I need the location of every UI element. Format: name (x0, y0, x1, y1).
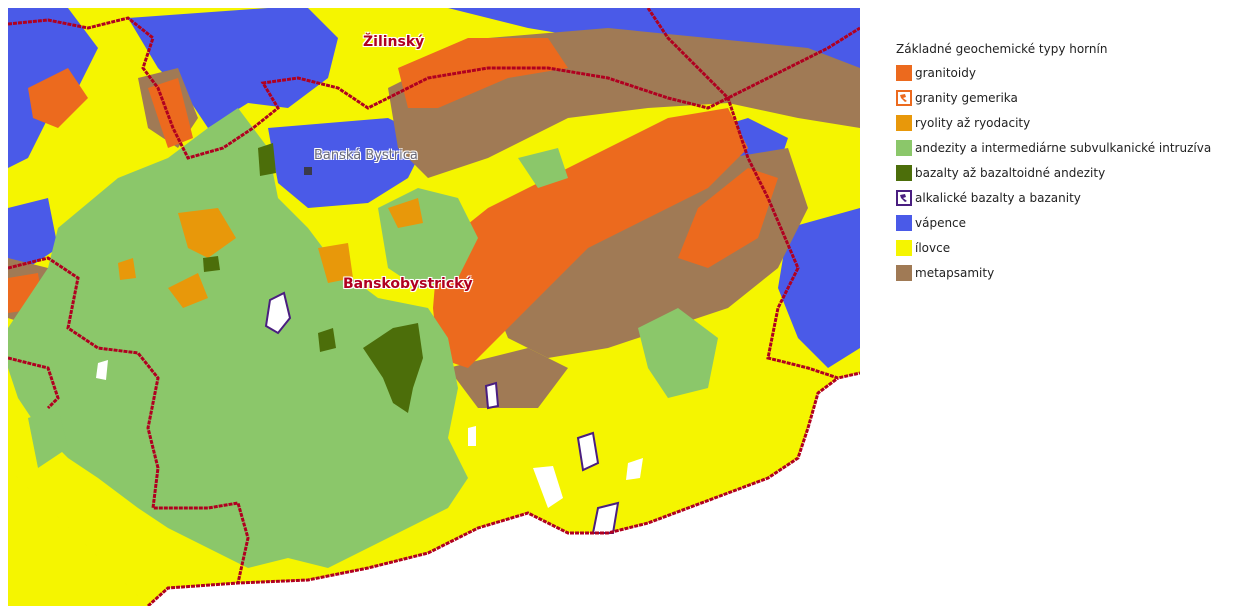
legend-swatch (896, 164, 912, 181)
alkalicke-bazalty-area-7 (468, 426, 476, 446)
ryolity-area-3 (318, 243, 353, 283)
map-legend: Základné geochemické typy hornín granito… (896, 40, 1236, 289)
legend-item: ryolity až ryodacity (896, 114, 1236, 131)
legend-label: granity gemerika (915, 90, 1018, 105)
vapence-area-far-east (778, 208, 860, 368)
city-label-banska-bystrica[interactable]: Banská Bystrica (314, 148, 418, 163)
legend-swatch (896, 114, 912, 131)
legend-swatch (896, 189, 912, 206)
legend-swatch (896, 139, 912, 156)
legend-label: metapsamity (915, 265, 995, 280)
outside-area (148, 373, 860, 606)
granitoidy-area-north (398, 38, 568, 108)
city-marker-banska-bystrica[interactable] (304, 167, 312, 175)
legend-swatch (896, 264, 912, 281)
bazalty-area-small-2 (203, 256, 220, 272)
legend-label: alkalické bazalty a bazanity (915, 190, 1081, 205)
legend-label: granitoidy (915, 65, 976, 80)
legend-swatch (896, 64, 912, 81)
legend-label: bazalty až bazaltoidné andezity (915, 165, 1106, 180)
bazalty-area-main (363, 323, 423, 413)
legend-title: Základné geochemické typy hornín (896, 42, 1108, 56)
border-west-small (8, 356, 60, 410)
border-east (646, 8, 860, 380)
geochemical-map[interactable]: Žilinský Banská Bystrica Banskobystrický (8, 8, 860, 606)
ryolity-area-4 (388, 198, 423, 228)
legend-item: granity gemerika (896, 89, 1236, 106)
vapence-area-north (128, 8, 338, 128)
legend-swatch (896, 239, 912, 256)
vapence-area-center (268, 118, 428, 208)
andezity-area-sw (28, 408, 68, 468)
ilovce-area-south-west (8, 468, 148, 606)
alkalicke-bazalty-area-4 (533, 466, 563, 508)
ryolity-area-5 (118, 258, 136, 280)
legend-item: andezity a intermediárne subvulkanické i… (896, 139, 1236, 156)
legend-swatch (896, 214, 912, 231)
border-zilinsky (8, 16, 860, 160)
legend-label: vápence (915, 215, 967, 230)
border-west-inner (8, 256, 250, 584)
legend-item: vápence (896, 214, 1236, 231)
alkalicke-bazalty-area-1 (264, 291, 292, 335)
legend-items: granitoidy granity gemerika ryolity až ryo… (896, 64, 1236, 281)
ryolity-area-1 (178, 208, 236, 258)
legend-item: granitoidy (896, 64, 1236, 81)
alkalicke-bazalty-area-6 (626, 458, 643, 480)
vapence-area-west (8, 198, 58, 268)
bazalty-area-north (258, 143, 276, 176)
alkalicke-bazalty-area-2 (96, 360, 108, 380)
granitoidy-area-center (433, 108, 748, 368)
alkalicke-bazalty-area-3 (576, 431, 600, 472)
legend-swatch (896, 89, 912, 106)
region-label-banskobystricky: Banskobystrický (343, 276, 473, 292)
andezity-area-east (638, 308, 718, 398)
legend-item: alkalické bazalty a bazanity (896, 189, 1236, 206)
alkalicke-bazalty-area-8 (484, 381, 500, 410)
border-south (146, 376, 839, 606)
ryolity-area-2 (168, 273, 208, 308)
region-label-zilinsky: Žilinský (363, 34, 425, 50)
granitoidy-area-nw (28, 68, 88, 128)
metapsamity-area-south (448, 348, 568, 408)
vapence-area-ne (448, 8, 860, 98)
bazalty-area-small (318, 328, 336, 352)
legend-label: ryolity až ryodacity (915, 115, 1031, 130)
legend-label: ílovce (915, 240, 951, 255)
legend-item: bazalty až bazaltoidné andezity (896, 164, 1236, 181)
legend-item: metapsamity (896, 264, 1236, 281)
andezity-area-main (8, 108, 468, 568)
andezity-area-small (518, 148, 568, 188)
granitoidy-area-east (678, 168, 778, 268)
legend-item: ílovce (896, 239, 1236, 256)
legend-label: andezity a intermediárne subvulkanické i… (915, 140, 1212, 155)
map-canvas[interactable] (8, 8, 860, 606)
